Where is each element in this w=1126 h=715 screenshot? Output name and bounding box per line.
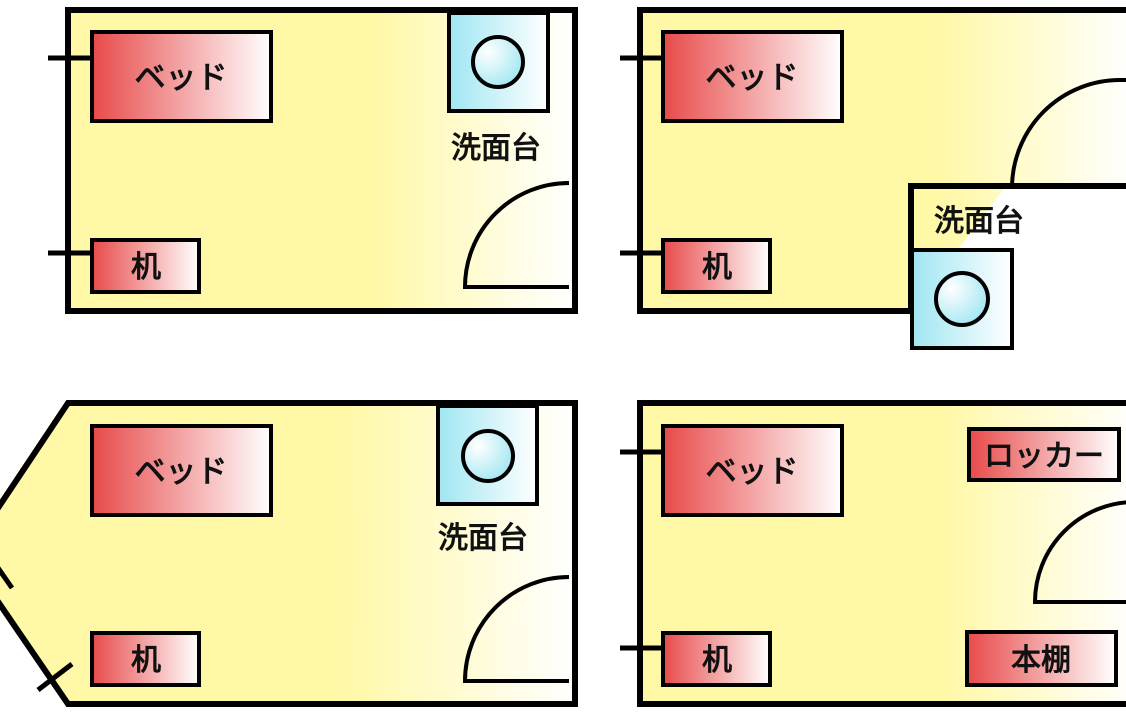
bookshelf: 本棚 <box>965 630 1118 687</box>
basin-icon <box>461 429 515 483</box>
basin-icon <box>471 35 525 89</box>
sink <box>910 248 1014 350</box>
bed: ベッド <box>661 424 844 517</box>
bed: ベッド <box>90 424 273 517</box>
window-mark <box>36 662 74 692</box>
door-swing-icon <box>462 575 570 683</box>
desk: 机 <box>90 238 201 294</box>
desk-label: 机 <box>131 643 161 678</box>
room-2: ベッド 机 洗面台 <box>620 7 1126 350</box>
sink-label: 洗面台 <box>934 204 1024 239</box>
sink-label: 洗面台 <box>451 131 541 166</box>
desk-label: 机 <box>702 250 732 285</box>
basin-icon <box>934 271 990 327</box>
bed-label: ベッド <box>706 60 799 96</box>
bed-label: ベッド <box>135 454 228 490</box>
door-swing-icon <box>1010 78 1121 189</box>
room-2-wall <box>637 7 1126 314</box>
room-4: ベッド 机 ロッカー 本棚 <box>620 400 1126 707</box>
sink-label: 洗面台 <box>438 521 528 556</box>
sink: 洗面台 <box>447 11 550 166</box>
bed: ベッド <box>90 30 273 123</box>
window-mark <box>0 566 15 590</box>
bed-label: ベッド <box>135 60 228 96</box>
desk-label: 机 <box>131 250 161 285</box>
desk: 机 <box>661 631 772 687</box>
bed: ベッド <box>661 30 844 123</box>
door-swing-icon <box>462 181 570 289</box>
desk: 机 <box>90 631 201 687</box>
locker: ロッカー <box>967 427 1121 482</box>
room-3: ベッド 机 洗面台 <box>0 400 578 707</box>
desk-label: 机 <box>702 643 732 678</box>
desk: 机 <box>661 238 772 294</box>
door-swing-icon <box>1032 500 1126 604</box>
sink: 洗面台 <box>436 404 539 556</box>
bookshelf-label: 本棚 <box>1011 643 1071 678</box>
bed-label: ベッド <box>706 454 799 490</box>
locker-label: ロッカー <box>984 439 1104 474</box>
room-1: ベッド 机 洗面台 <box>48 7 578 314</box>
